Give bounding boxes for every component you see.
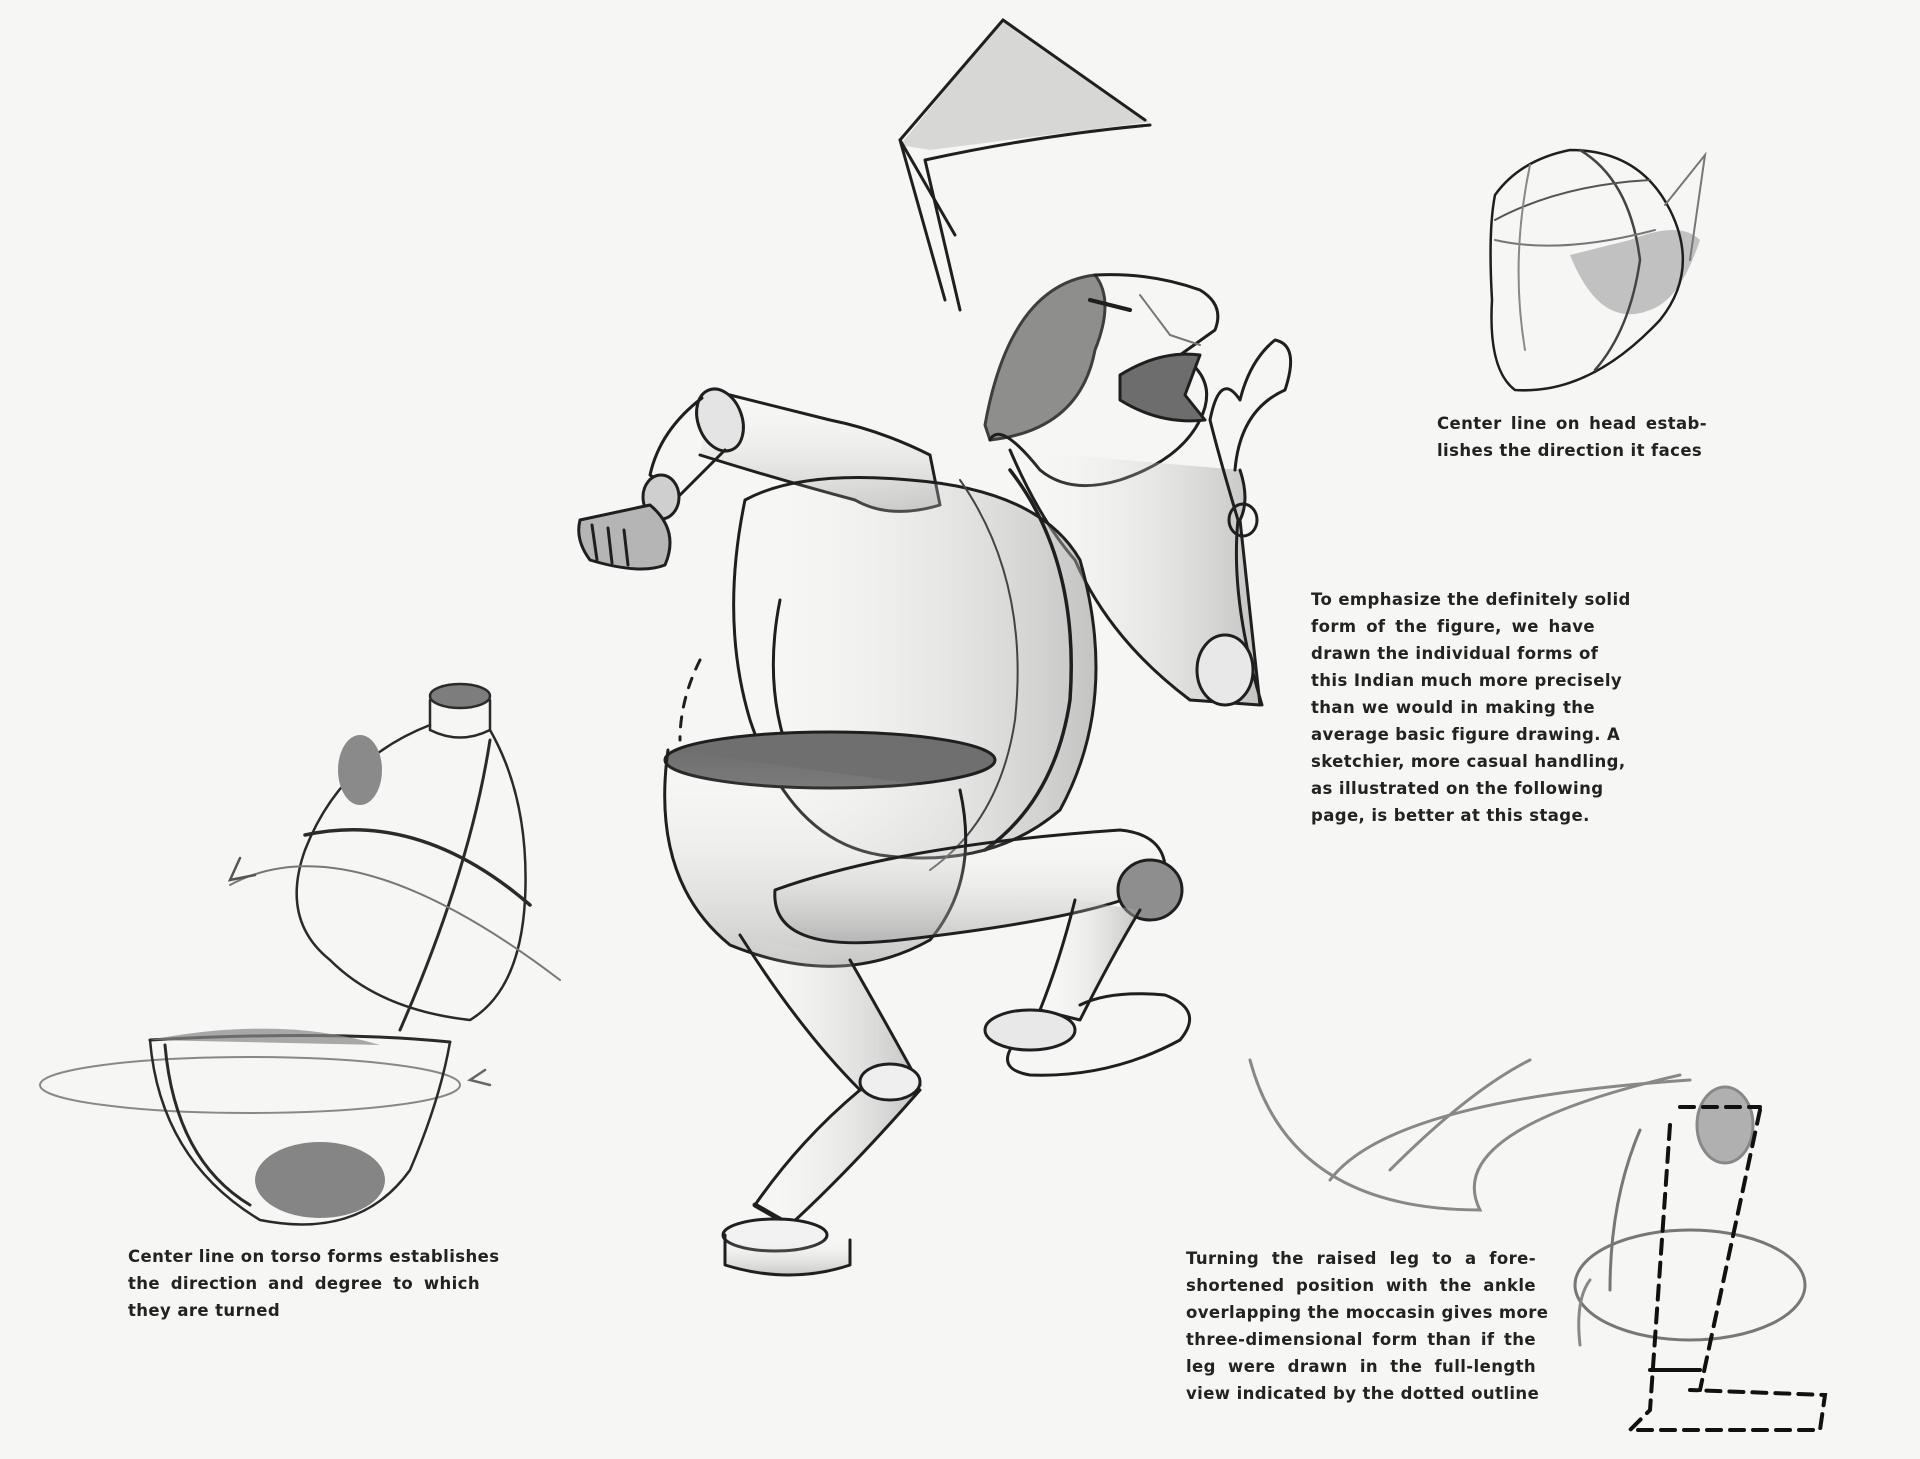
- caption-line: form of the figure, we have: [1311, 617, 1595, 636]
- caption-line: as illustrated on the following: [1311, 779, 1604, 798]
- caption-line: lishes the direction it faces: [1437, 441, 1703, 460]
- caption-head-center-line: Center line on head estab- lishes the di…: [1437, 410, 1707, 464]
- right-arm-hand: [1008, 338, 1293, 707]
- caption-line: shortened position with the ankle: [1186, 1276, 1536, 1295]
- caption-foreshortened-leg: Turning the raised leg to a fore- shorte…: [1186, 1245, 1549, 1407]
- standing-leg-foot: [721, 933, 922, 1277]
- caption-line: three-dimensional form than if the: [1186, 1330, 1536, 1349]
- caption-line: average basic figure drawing. A: [1311, 725, 1621, 744]
- caption-line: sketchier, more casual handling,: [1311, 752, 1626, 771]
- dotted-outline: [1625, 1105, 1828, 1432]
- head-study-drawing: [1489, 148, 1707, 392]
- feather-icon: [898, 18, 1152, 312]
- caption-line: view indicated by the dotted outline: [1186, 1384, 1540, 1403]
- caption-solid-form: To emphasize the definitely solid form o…: [1311, 586, 1631, 829]
- head-form: [983, 273, 1220, 488]
- leg-study-drawing: [1248, 1058, 1828, 1432]
- raised-thigh: [773, 828, 1184, 945]
- caption-line: Center line on head estab-: [1437, 414, 1707, 433]
- caption-line: this Indian much more precisely: [1311, 671, 1623, 690]
- caption-line: than we would in making the: [1311, 698, 1595, 717]
- caption-line: the direction and degree to which: [128, 1274, 480, 1293]
- caption-line: Turning the raised leg to a fore-: [1186, 1249, 1536, 1268]
- caption-line: drawn the individual forms of: [1311, 644, 1599, 663]
- caption-line: leg were drawn in the full-length: [1186, 1357, 1536, 1376]
- caption-line: page, is better at this stage.: [1311, 806, 1590, 825]
- torso-study-drawing: [39, 682, 561, 1226]
- caption-line: To emphasize the definitely solid: [1311, 590, 1631, 609]
- caption-torso-center-line: Center line on torso forms establishes t…: [128, 1243, 500, 1324]
- caption-line: they are turned: [128, 1301, 281, 1320]
- main-figure-drawing: [577, 18, 1293, 1277]
- raised-lower-leg-foot: [983, 898, 1191, 1077]
- caption-line: Center line on torso forms establishes: [128, 1247, 500, 1266]
- caption-line: overlapping the moccasin gives more: [1186, 1303, 1549, 1322]
